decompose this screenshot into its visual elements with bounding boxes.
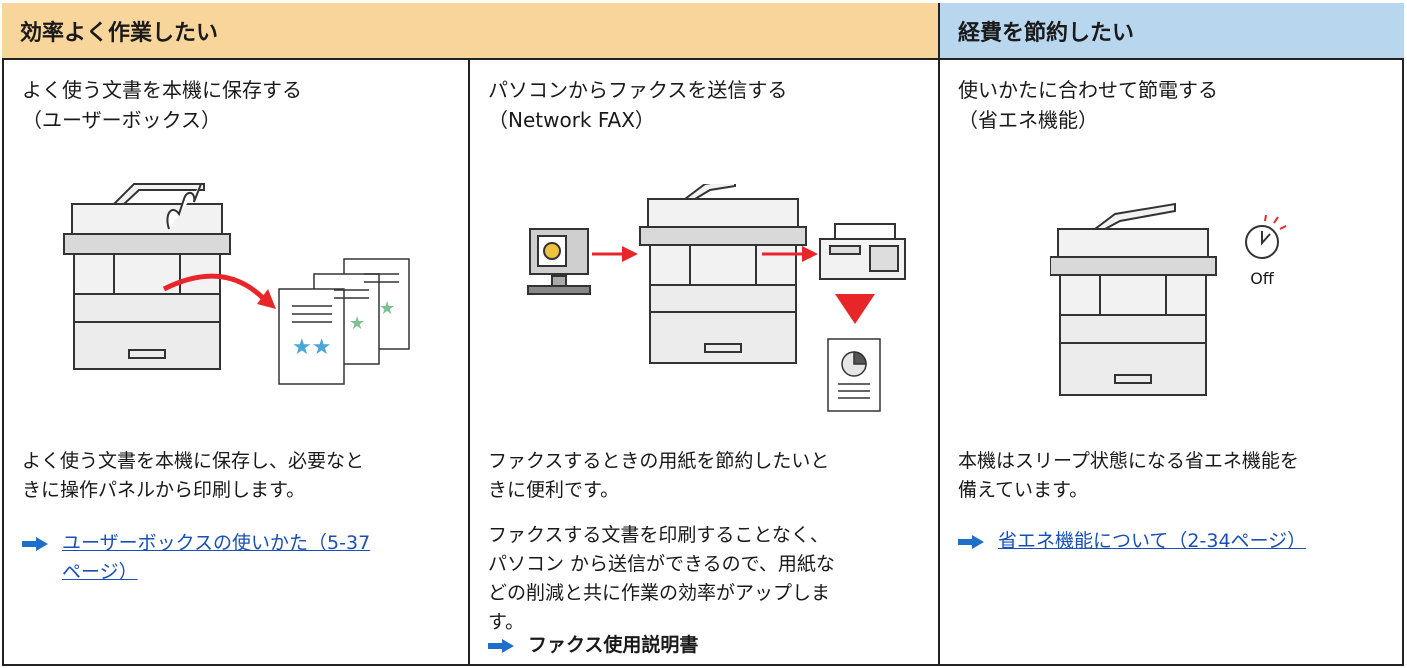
- column-title: よく使う文書を本機に保存する （ユーザーボックス）: [22, 75, 302, 135]
- column-title: パソコンからファクスを送信する （Network FAX）: [488, 75, 787, 135]
- title-line: 使いかたに合わせて節電する: [958, 78, 1218, 102]
- column-energy-saver: 使いかたに合わせて節電する （省エネ機能） Off 本機はスリープ状態になる省エ…: [940, 59, 1404, 664]
- mfp-printer-icon: [1050, 202, 1217, 396]
- divider-header: [938, 3, 940, 666]
- header-efficiency: 効率よく作業したい: [2, 3, 940, 60]
- user-box-link[interactable]: ユーザーボックスの使いかた（5-37 ページ）: [22, 529, 370, 587]
- arrow-bullet-icon: [22, 537, 48, 551]
- desc-line: ファクスする文書を印刷することなく、: [488, 524, 829, 546]
- column-description-2: ファクスする文書を印刷することなく、 パソコン から送信ができるので、用紙な ど…: [488, 521, 835, 637]
- pc-icon: [527, 228, 591, 295]
- link-text[interactable]: ページ）: [62, 561, 138, 583]
- document-star-icon: ★★ ★ ★: [278, 258, 410, 385]
- link-text[interactable]: 省エネ機能について（2-34ページ）: [998, 530, 1307, 552]
- header-efficiency-label: 効率よく作業したい: [20, 20, 219, 46]
- down-arrow: [835, 294, 875, 324]
- arrow-bullet-icon: [488, 639, 514, 653]
- svg-text:★★: ★★: [292, 335, 331, 360]
- desc-line: 本機はスリープ状態になる省エネ機能を: [958, 450, 1299, 472]
- desc-line: きに便利です。: [488, 479, 620, 501]
- title-line: よく使う文書を本機に保存する: [22, 78, 302, 102]
- energy-saver-link[interactable]: 省エネ機能について（2-34ページ）: [958, 527, 1306, 556]
- fax-machine-icon: [819, 223, 906, 280]
- header-save-cost: 経費を節約したい: [940, 3, 1404, 60]
- divider-col1: [468, 59, 470, 666]
- link-text[interactable]: ユーザーボックスの使いかた（5-37: [62, 532, 371, 554]
- svg-text:★: ★: [379, 298, 395, 319]
- desc-line: パソコン から送信ができるので、用紙な: [488, 553, 835, 575]
- column-network-fax: パソコンからファクスを送信する （Network FAX）: [470, 59, 938, 664]
- column-description: 本機はスリープ状態になる省エネ機能を 備えています。: [958, 447, 1299, 505]
- column-title: 使いかたに合わせて節電する （省エネ機能）: [958, 75, 1218, 135]
- desc-line: す。: [488, 611, 525, 633]
- pie-document-icon: [827, 338, 881, 412]
- arrow-bullet-icon: [958, 535, 984, 549]
- hand-icon: [166, 183, 202, 230]
- timer-off-label: Off: [1250, 269, 1275, 288]
- title-line: （Network FAX）: [488, 108, 655, 132]
- column-user-box: よく使う文書を本機に保存する （ユーザーボックス） ★★ ★ ★: [4, 59, 468, 664]
- timer-icon: [1245, 214, 1287, 259]
- link-text[interactable]: ファクス使用説明書: [528, 634, 699, 656]
- network-fax-illustration: [527, 184, 906, 412]
- desc-line: 備えています。: [958, 479, 1089, 501]
- title-line: パソコンからファクスを送信する: [488, 78, 788, 102]
- mfp-printer-icon: [639, 184, 807, 364]
- header-save-cost-label: 経費を節約したい: [958, 20, 1135, 46]
- energy-saver-illustration: Off: [1050, 202, 1287, 396]
- desc-line: ファクスするときの用紙を節約したいと: [488, 450, 830, 472]
- flow-arrow: [162, 273, 266, 301]
- desc-line: よく使う文書を本機に保存し、必要なと: [22, 450, 365, 472]
- user-box-illustration: ★★ ★ ★: [63, 183, 410, 385]
- title-line: （省エネ機能）: [958, 108, 1098, 132]
- title-line: （ユーザーボックス）: [22, 108, 221, 132]
- fax-manual-link[interactable]: ファクス使用説明書: [488, 631, 698, 660]
- column-description: ファクスするときの用紙を節約したいと きに便利です。: [488, 447, 829, 505]
- mfp-printer-icon: [63, 183, 231, 370]
- column-description: よく使う文書を本機に保存し、必要なと きに操作パネルから印刷します。: [22, 447, 364, 505]
- desc-line: どの削減と共に作業の効率がアップしま: [488, 582, 831, 604]
- desc-line: きに操作パネルから印刷します。: [22, 479, 306, 501]
- svg-text:★: ★: [349, 313, 365, 334]
